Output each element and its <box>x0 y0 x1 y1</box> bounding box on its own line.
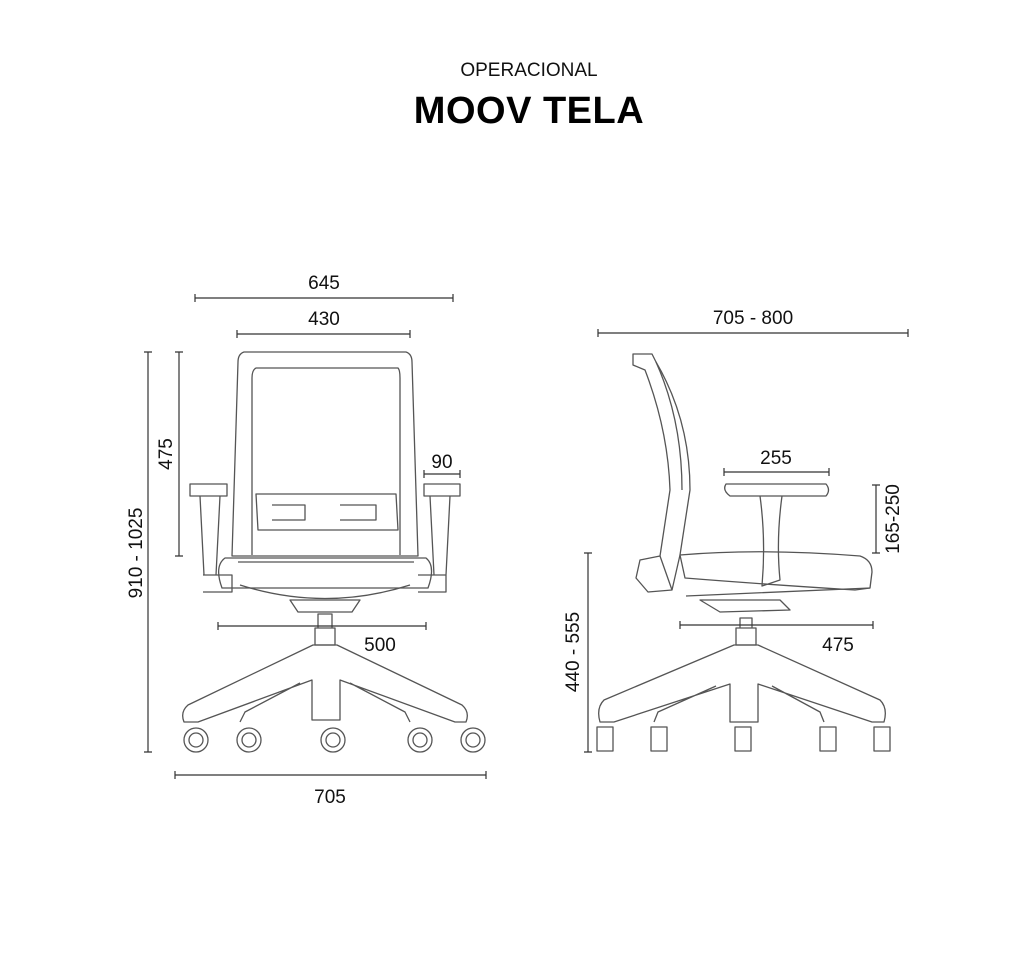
front-backrest <box>231 351 419 557</box>
front-armrest-right <box>418 483 461 593</box>
side-seat <box>679 551 873 591</box>
dimension-backrest-width: 430 <box>236 309 411 338</box>
side-backrest <box>632 353 691 593</box>
dimension-seat-depth: 475 <box>679 621 874 656</box>
side-base <box>598 644 886 723</box>
dimension-overall-width: 645 <box>194 273 454 302</box>
front-wheels <box>183 727 486 753</box>
dimension-seat-height: 440 - 555 <box>563 552 592 753</box>
dimension-label: 500 <box>364 635 396 656</box>
product-title: MOOV TELA <box>413 90 645 132</box>
dimension-label: 440 - 555 <box>563 612 584 692</box>
front-view-chair <box>182 351 486 753</box>
dimension-label: 645 <box>308 273 340 294</box>
dimension-overall-height: 910 - 1025 <box>126 351 152 753</box>
front-base <box>182 644 468 723</box>
side-view-chair <box>596 353 891 752</box>
dimension-backrest-height: 475 <box>156 351 183 557</box>
dimension-overall-depth: 705 - 800 <box>597 308 909 337</box>
side-wheels <box>596 726 891 752</box>
dimension-armrest-height: 165-250 <box>872 484 904 554</box>
dimension-label: 705 - 800 <box>713 308 793 329</box>
dimension-label: 165-250 <box>883 484 904 554</box>
dimension-label: 430 <box>308 309 340 330</box>
front-armrest-left <box>189 483 233 593</box>
side-column <box>735 617 757 646</box>
dimension-label: 255 <box>760 448 792 469</box>
dimension-base-width: 705 <box>174 771 487 808</box>
dimension-armrest-width: 90 <box>423 452 461 478</box>
dimension-label: 705 <box>314 787 346 808</box>
front-column <box>314 613 336 646</box>
dimension-label: 90 <box>431 452 452 473</box>
dimension-label: 475 <box>156 438 177 470</box>
dimension-armrest-length: 255 <box>723 448 830 476</box>
front-seat <box>218 557 433 589</box>
dimension-label: 475 <box>822 635 854 656</box>
category-label: OPERACIONAL <box>460 60 598 81</box>
dimension-seat-width: 500 <box>217 622 427 656</box>
side-armrest <box>724 483 830 587</box>
dimension-label: 910 - 1025 <box>126 508 147 599</box>
